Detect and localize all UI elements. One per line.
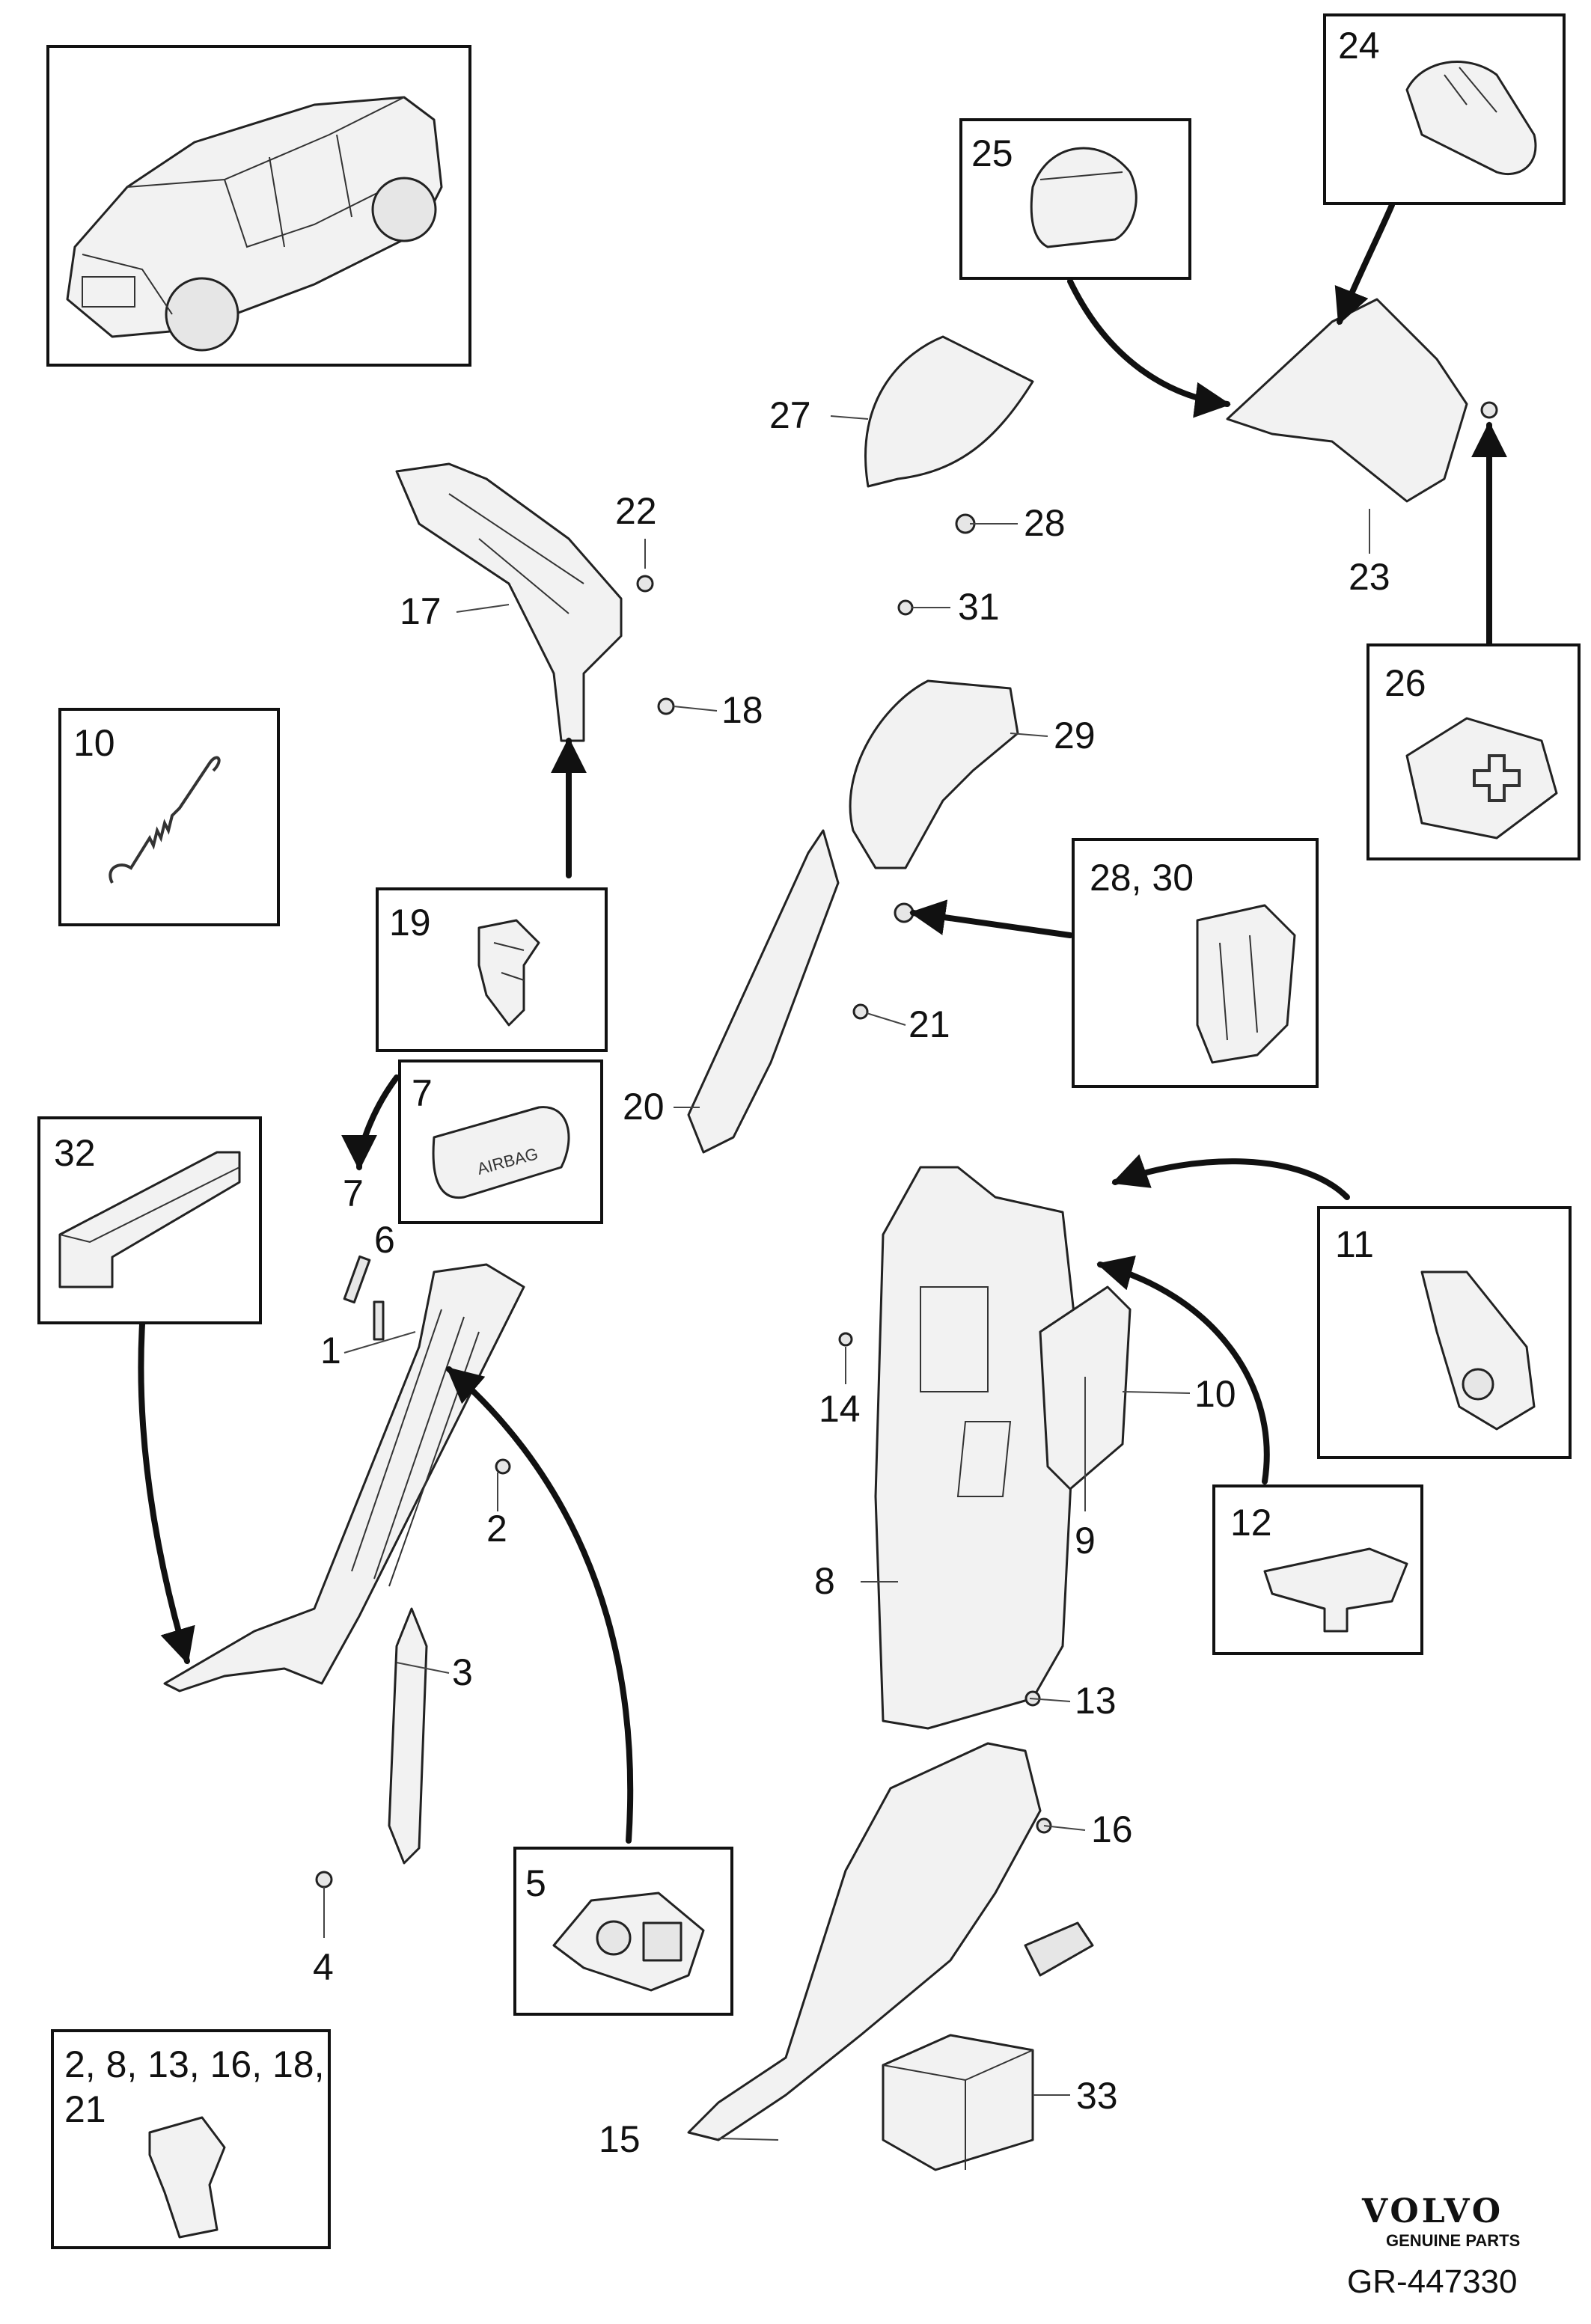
inset-common-clip: 2, 8, 13, 16, 18, 21	[51, 2029, 331, 2249]
part-17-trim-upper	[395, 462, 623, 742]
part-29-bracket	[849, 679, 1019, 869]
callout-10: 10	[1194, 1373, 1236, 1415]
callout-31: 31	[958, 586, 1000, 628]
volvo-logo: VOLVO	[1361, 2192, 1503, 2230]
callout-20: 20	[623, 1086, 665, 1128]
inset-clip-label-line1: 2, 8, 13, 16, 18,	[64, 2043, 325, 2085]
inset-label-28-30: 28, 30	[1090, 857, 1194, 899]
inset-label-7: 7	[412, 1072, 433, 1114]
inset-label-12: 12	[1230, 1502, 1272, 1544]
callout-1: 1	[320, 1330, 341, 1372]
callout-3: 3	[452, 1651, 473, 1693]
inset-label-24: 24	[1338, 25, 1380, 67]
car-illustration	[66, 96, 443, 352]
vehicle-overview-inset	[46, 45, 471, 367]
inset-12-clip: 12	[1212, 1484, 1423, 1655]
inset-10-spring: 10	[58, 708, 280, 926]
part-3-strip	[388, 1607, 428, 1865]
part-1-a-pillar-trim	[163, 1263, 525, 1692]
callout-21: 21	[909, 1003, 950, 1045]
part-15-lower-trim	[687, 1742, 1094, 2141]
callout-16: 16	[1091, 1808, 1133, 1850]
inset-7-airbag-badge: 7 AIRBAG	[398, 1059, 603, 1224]
callout-14: 14	[819, 1388, 861, 1430]
leader-lines	[323, 415, 1370, 2141]
callout-17: 17	[400, 590, 442, 632]
part-27-cover	[864, 335, 1034, 488]
callout-9: 9	[1075, 1520, 1096, 1562]
callout-arrows	[138, 202, 1507, 1844]
volvo-branding: VOLVO GENUINE PARTS GR-447330	[1347, 2192, 1520, 2300]
inset-25-cover: 25	[959, 118, 1191, 280]
callout-13: 13	[1075, 1680, 1117, 1722]
callout-29: 29	[1054, 715, 1096, 756]
inset-26-clip: 26	[1366, 643, 1581, 860]
inset-28-30-clip: 28, 30	[1072, 838, 1319, 1088]
callout-22: 22	[615, 490, 657, 532]
inset-label-11: 11	[1335, 1223, 1374, 1265]
inset-19-clip: 19	[376, 887, 608, 1052]
part-20-pillar-trim	[687, 829, 840, 1154]
callout-2: 2	[486, 1508, 507, 1550]
callout-4: 4	[313, 1946, 334, 1988]
callout-6: 6	[374, 1219, 395, 1261]
inset-label-10: 10	[73, 722, 115, 764]
part-8-b-pillar-trim	[874, 1166, 1079, 1730]
inset-32-bracket: 32	[37, 1116, 262, 1324]
inset-label-32: 32	[54, 1132, 96, 1174]
part-33-block	[882, 2034, 1034, 2171]
inset-24-clip: 24	[1323, 13, 1566, 205]
callout-28: 28	[1024, 502, 1066, 544]
inset-clip-label-line2: 21	[64, 2088, 106, 2130]
callout-8: 8	[814, 1560, 835, 1602]
callout-7: 7	[343, 1172, 364, 1214]
inset-label-19: 19	[389, 902, 431, 944]
inset-11-clip: 11	[1317, 1206, 1572, 1459]
callout-18: 18	[721, 689, 763, 731]
part-23-trim-upper-rear	[1226, 298, 1468, 503]
diagram-code: GR-447330	[1347, 2263, 1517, 2300]
callout-15: 15	[599, 2118, 641, 2160]
callout-23: 23	[1349, 556, 1390, 598]
genuine-parts-tagline: GENUINE PARTS	[1386, 2231, 1520, 2250]
callout-27: 27	[769, 394, 811, 436]
inset-label-5: 5	[525, 1862, 546, 1904]
inset-5-bracket: 5	[513, 1847, 733, 2016]
callout-numbers: 1 2 3 4 6 7 8 9 10 13 14 15 16 17 18 20 …	[313, 394, 1390, 2160]
inset-label-26: 26	[1384, 662, 1426, 704]
callout-33: 33	[1076, 2075, 1118, 2117]
inset-label-25: 25	[971, 132, 1013, 174]
